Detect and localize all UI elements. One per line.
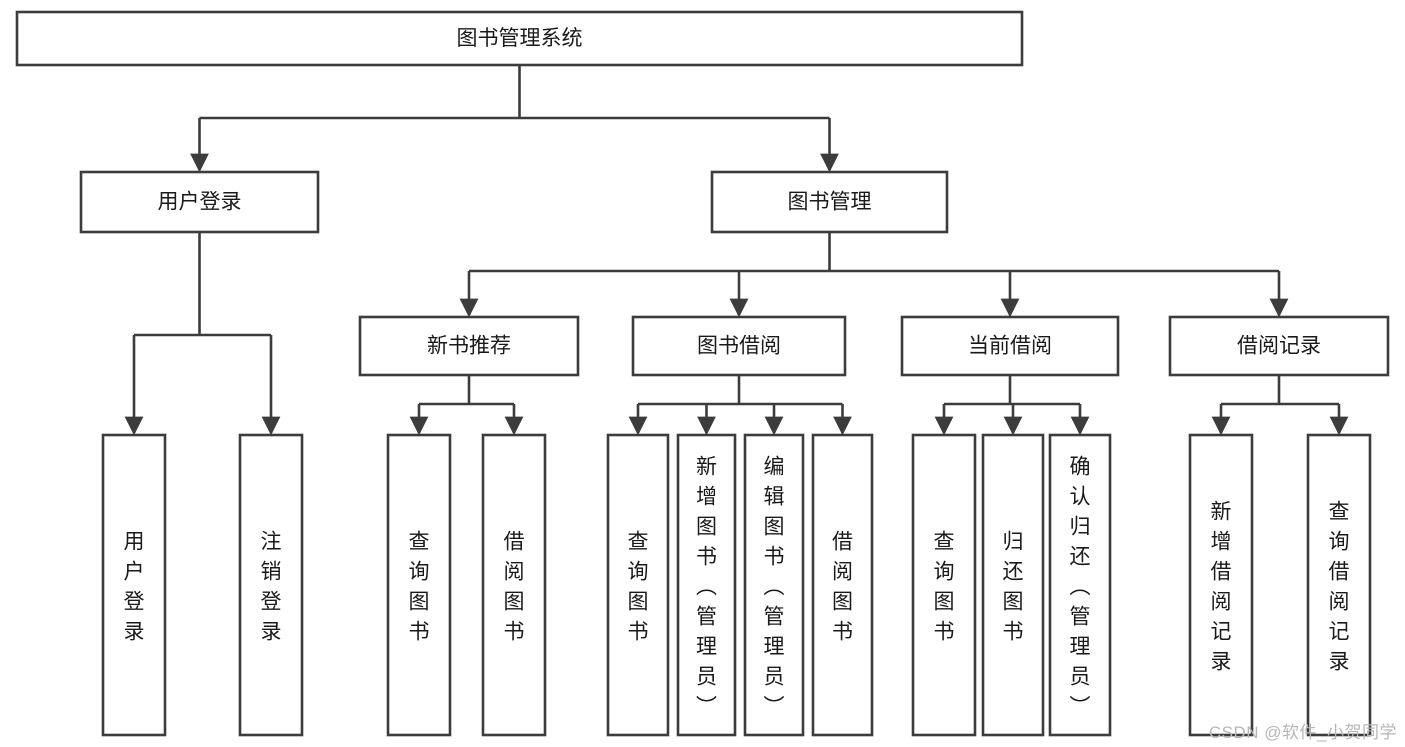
node-借阅图书[interactable]: 借阅图书	[811, 433, 874, 737]
node-新书推荐[interactable]: 新书推荐	[358, 315, 580, 377]
node-label-图书借阅: 图书借阅	[697, 335, 781, 358]
node-box-图书管理系统[interactable]	[15, 10, 1024, 67]
node-box-借阅记录[interactable]	[1168, 315, 1390, 377]
node-label-用户登录: 用户登录	[124, 530, 145, 643]
node-当前借阅[interactable]: 当前借阅	[900, 315, 1120, 377]
node-box-新增图书管理员[interactable]	[676, 433, 737, 737]
node-box-查询图书[interactable]	[386, 433, 452, 737]
node-box-查询图书[interactable]	[911, 433, 977, 737]
node-box-新增借阅记录[interactable]	[1188, 433, 1254, 737]
connector-layer	[124, 65, 1349, 436]
node-label-查询借阅记录: 查询借阅记录	[1329, 500, 1350, 673]
node-编辑图书管理员[interactable]: 编辑图书︵管理员︶	[743, 433, 805, 737]
node-label-查询图书: 查询图书	[628, 530, 649, 643]
node-box-查询借阅记录[interactable]	[1306, 433, 1372, 737]
node-确认归还管理员[interactable]: 确认归还︵管理员︶	[1048, 433, 1112, 737]
node-box-借阅图书[interactable]	[811, 433, 874, 737]
node-label-新增借阅记录: 新增借阅记录	[1211, 500, 1232, 673]
node-label-注销登录: 注销登录	[261, 530, 282, 643]
node-label-借阅图书: 借阅图书	[832, 530, 853, 643]
node-借阅图书[interactable]: 借阅图书	[481, 433, 547, 737]
node-图书管理[interactable]: 图书管理	[710, 170, 949, 234]
node-box-当前借阅[interactable]	[900, 315, 1120, 377]
node-label-新书推荐: 新书推荐	[427, 335, 511, 358]
node-label-借阅记录: 借阅记录	[1237, 335, 1321, 358]
node-归还图书[interactable]: 归还图书	[981, 433, 1045, 737]
node-新增借阅记录[interactable]: 新增借阅记录	[1188, 433, 1254, 737]
node-box-编辑图书管理员[interactable]	[743, 433, 805, 737]
node-box-归还图书[interactable]	[981, 433, 1045, 737]
node-box-用户登录[interactable]	[79, 170, 320, 234]
node-box-确认归还管理员[interactable]	[1048, 433, 1112, 737]
node-label-编辑图书管理员: 编辑图书︵管理员︶	[764, 455, 785, 718]
node-box-查询图书[interactable]	[606, 433, 670, 737]
node-box-注销登录[interactable]	[238, 433, 304, 737]
node-label-确认归还管理员: 确认归还︵管理员︶	[1070, 455, 1091, 718]
node-查询图书[interactable]: 查询图书	[911, 433, 977, 737]
node-label-查询图书: 查询图书	[409, 530, 430, 643]
node-label-当前借阅: 当前借阅	[968, 335, 1052, 358]
node-box-用户登录[interactable]	[101, 433, 167, 737]
node-用户登录[interactable]: 用户登录	[79, 170, 320, 234]
node-用户登录[interactable]: 用户登录	[101, 433, 167, 737]
node-label-归还图书: 归还图书	[1003, 530, 1024, 643]
node-box-新书推荐[interactable]	[358, 315, 580, 377]
node-label-图书管理系统: 图书管理系统	[457, 27, 583, 50]
node-label-借阅图书: 借阅图书	[504, 530, 525, 643]
node-layer: 图书管理系统用户登录用户登录注销登录图书管理新书推荐查询图书借阅图书图书借阅查询…	[15, 10, 1390, 737]
node-图书借阅[interactable]: 图书借阅	[631, 315, 847, 377]
node-注销登录[interactable]: 注销登录	[238, 433, 304, 737]
node-新增图书管理员[interactable]: 新增图书︵管理员︶	[676, 433, 737, 737]
node-label-图书管理: 图书管理	[788, 191, 872, 214]
node-label-查询图书: 查询图书	[934, 530, 955, 643]
node-box-图书借阅[interactable]	[631, 315, 847, 377]
node-label-用户登录: 用户登录	[158, 191, 242, 214]
node-label-新增图书管理员: 新增图书︵管理员︶	[696, 455, 717, 718]
node-box-图书管理[interactable]	[710, 170, 949, 234]
node-查询借阅记录[interactable]: 查询借阅记录	[1306, 433, 1372, 737]
node-查询图书[interactable]: 查询图书	[386, 433, 452, 737]
node-借阅记录[interactable]: 借阅记录	[1168, 315, 1390, 377]
node-图书管理系统[interactable]: 图书管理系统	[15, 10, 1024, 67]
node-box-借阅图书[interactable]	[481, 433, 547, 737]
node-查询图书[interactable]: 查询图书	[606, 433, 670, 737]
